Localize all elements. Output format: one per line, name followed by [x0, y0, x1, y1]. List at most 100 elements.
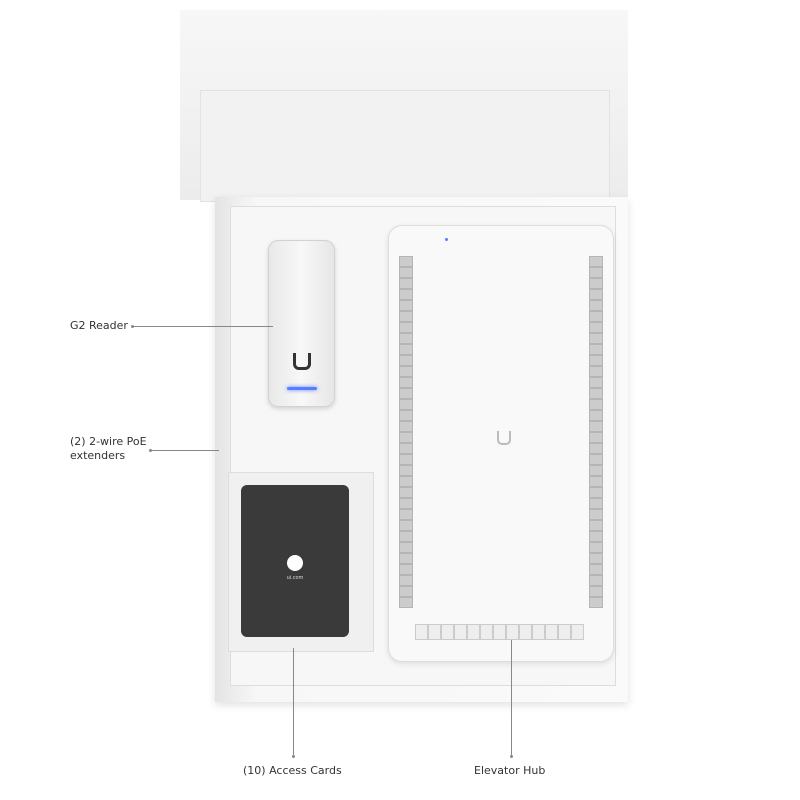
right-terminal [589, 498, 603, 509]
label-cards: (10) Access Cards [243, 764, 342, 777]
bottom-terminal [480, 624, 493, 640]
bottom-terminal [493, 624, 506, 640]
card-tray: ui.com [228, 472, 374, 652]
left-terminal [399, 421, 413, 432]
left-terminal [399, 476, 413, 487]
right-terminal [589, 531, 603, 542]
left-terminal [399, 498, 413, 509]
bottom-terminal [454, 624, 467, 640]
status-led [287, 387, 317, 390]
hub-led [445, 238, 448, 241]
leader-line-extenders [151, 450, 219, 451]
left-terminal [399, 465, 413, 476]
right-terminal [589, 366, 603, 377]
leader-dot [292, 755, 295, 758]
bottom-terminal [415, 624, 428, 640]
left-terminal [399, 256, 413, 267]
left-terminal [399, 487, 413, 498]
right-terminal [589, 586, 603, 597]
bottom-terminal [571, 624, 584, 640]
g2-reader [268, 240, 335, 407]
left-terminal [399, 432, 413, 443]
bottom-terminal-row [415, 624, 587, 644]
right-terminal [589, 520, 603, 531]
right-terminal [589, 410, 603, 421]
elevator-hub [388, 225, 614, 662]
access-card: ui.com [241, 485, 349, 637]
left-terminal [399, 520, 413, 531]
left-terminal [399, 322, 413, 333]
right-terminal [589, 553, 603, 564]
bottom-terminal [558, 624, 571, 640]
label-reader: G2 Reader [70, 319, 128, 332]
right-terminal [589, 443, 603, 454]
left-terminal [399, 575, 413, 586]
left-terminal [399, 333, 413, 344]
left-terminal [399, 531, 413, 542]
left-terminal [399, 289, 413, 300]
left-terminal [399, 410, 413, 421]
right-terminal [589, 333, 603, 344]
left-terminal [399, 597, 413, 608]
right-terminal [589, 399, 603, 410]
left-terminal [399, 311, 413, 322]
ubiquiti-logo-icon [497, 431, 511, 445]
right-terminal [589, 575, 603, 586]
right-terminal [589, 267, 603, 278]
left-terminal [399, 267, 413, 278]
right-terminal [589, 465, 603, 476]
right-terminal [589, 432, 603, 443]
label-extenders: (2) 2-wire PoE extenders [70, 435, 147, 462]
right-terminal [589, 564, 603, 575]
left-terminal [399, 586, 413, 597]
left-terminal [399, 300, 413, 311]
bottom-terminal [467, 624, 480, 640]
right-terminal [589, 322, 603, 333]
right-terminal [589, 388, 603, 399]
left-terminal [399, 366, 413, 377]
card-logo-icon [287, 555, 303, 571]
bottom-terminal [441, 624, 454, 640]
left-terminal [399, 443, 413, 454]
left-terminal [399, 377, 413, 388]
right-terminal [589, 597, 603, 608]
leader-line-cards [293, 648, 294, 756]
left-terminal [399, 278, 413, 289]
right-terminal [589, 278, 603, 289]
leader-line-reader [133, 326, 273, 327]
right-terminal [589, 542, 603, 553]
right-terminal [589, 256, 603, 267]
leader-line-hub [511, 640, 512, 756]
right-terminal [589, 377, 603, 388]
leader-dot [149, 449, 152, 452]
right-terminal [589, 487, 603, 498]
right-terminal [589, 311, 603, 322]
right-terminal [589, 454, 603, 465]
left-terminal [399, 542, 413, 553]
left-terminal [399, 399, 413, 410]
bottom-terminal [519, 624, 532, 640]
right-terminal [589, 344, 603, 355]
bottom-terminal [532, 624, 545, 640]
left-terminal [399, 564, 413, 575]
leader-dot [510, 755, 513, 758]
box-lid-inner [200, 90, 610, 202]
bottom-terminal [545, 624, 558, 640]
left-terminal [399, 553, 413, 564]
leader-dot [131, 325, 134, 328]
card-logo-text: ui.com [286, 575, 304, 581]
right-terminal [589, 355, 603, 366]
left-terminal [399, 344, 413, 355]
label-hub: Elevator Hub [474, 764, 546, 777]
right-terminal [589, 421, 603, 432]
left-terminal [399, 388, 413, 399]
right-terminal [589, 476, 603, 487]
bottom-terminal [506, 624, 519, 640]
left-terminal [399, 355, 413, 366]
right-terminal [589, 509, 603, 520]
left-terminal [399, 454, 413, 465]
right-terminal [589, 300, 603, 311]
right-terminal [589, 289, 603, 300]
ubiquiti-logo-icon [293, 353, 311, 370]
bottom-terminal [428, 624, 441, 640]
